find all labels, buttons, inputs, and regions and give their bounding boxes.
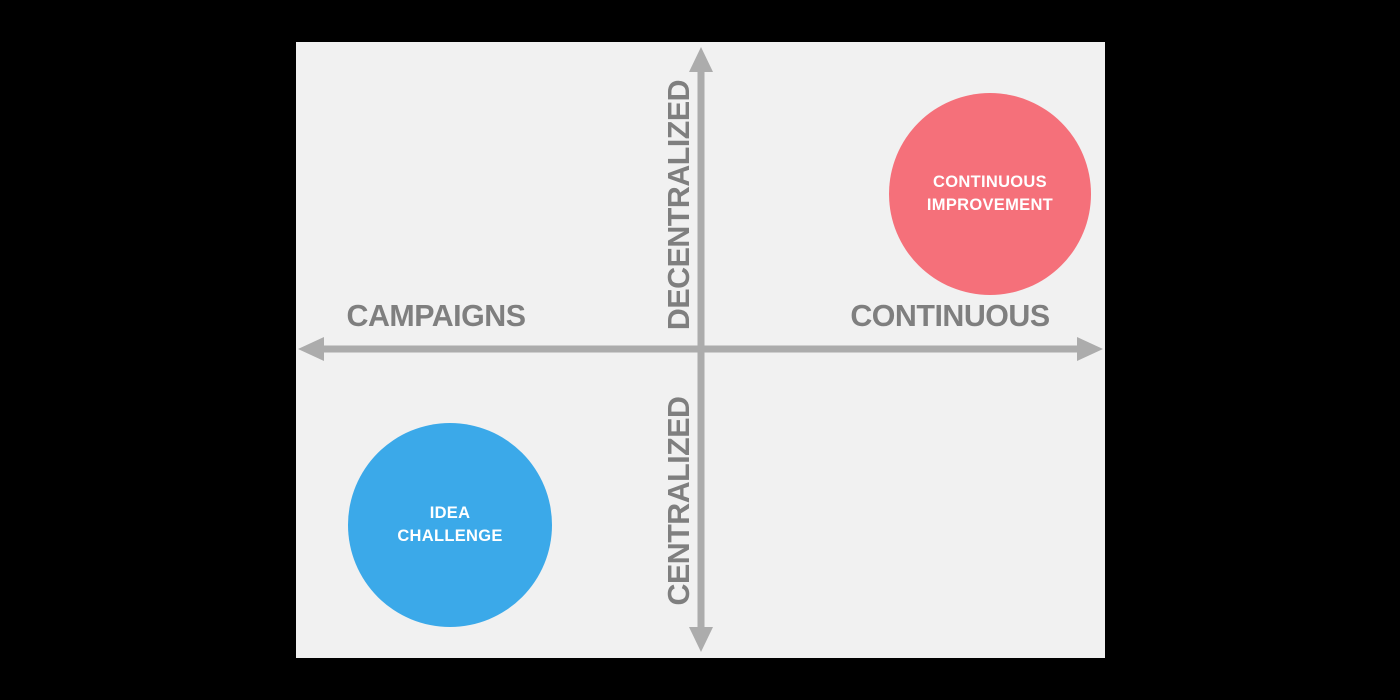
x-axis-right-label: CONTINUOUS: [850, 298, 1050, 333]
x-axis-left-label: CAMPAIGNS: [346, 298, 526, 333]
bubble-continuous-improvement: CONTINUOUS IMPROVEMENT: [889, 93, 1091, 295]
arrow-right-icon: [1077, 337, 1103, 361]
arrow-up-icon: [689, 47, 713, 72]
y-axis-bottom-label: CENTRALIZED: [661, 396, 696, 606]
bubble-idea-challenge: IDEA CHALLENGE: [348, 423, 552, 627]
axes: [298, 47, 1103, 652]
quadrant-panel: CAMPAIGNS CONTINUOUS DECENTRALIZED CENTR…: [296, 42, 1105, 658]
arrow-left-icon: [298, 337, 324, 361]
arrow-down-icon: [689, 627, 713, 652]
bubble-idea-challenge-label: IDEA CHALLENGE: [397, 503, 503, 545]
bubble-continuous-improvement-label: CONTINUOUS IMPROVEMENT: [926, 172, 1054, 214]
y-axis-top-label: DECENTRALIZED: [661, 79, 696, 331]
